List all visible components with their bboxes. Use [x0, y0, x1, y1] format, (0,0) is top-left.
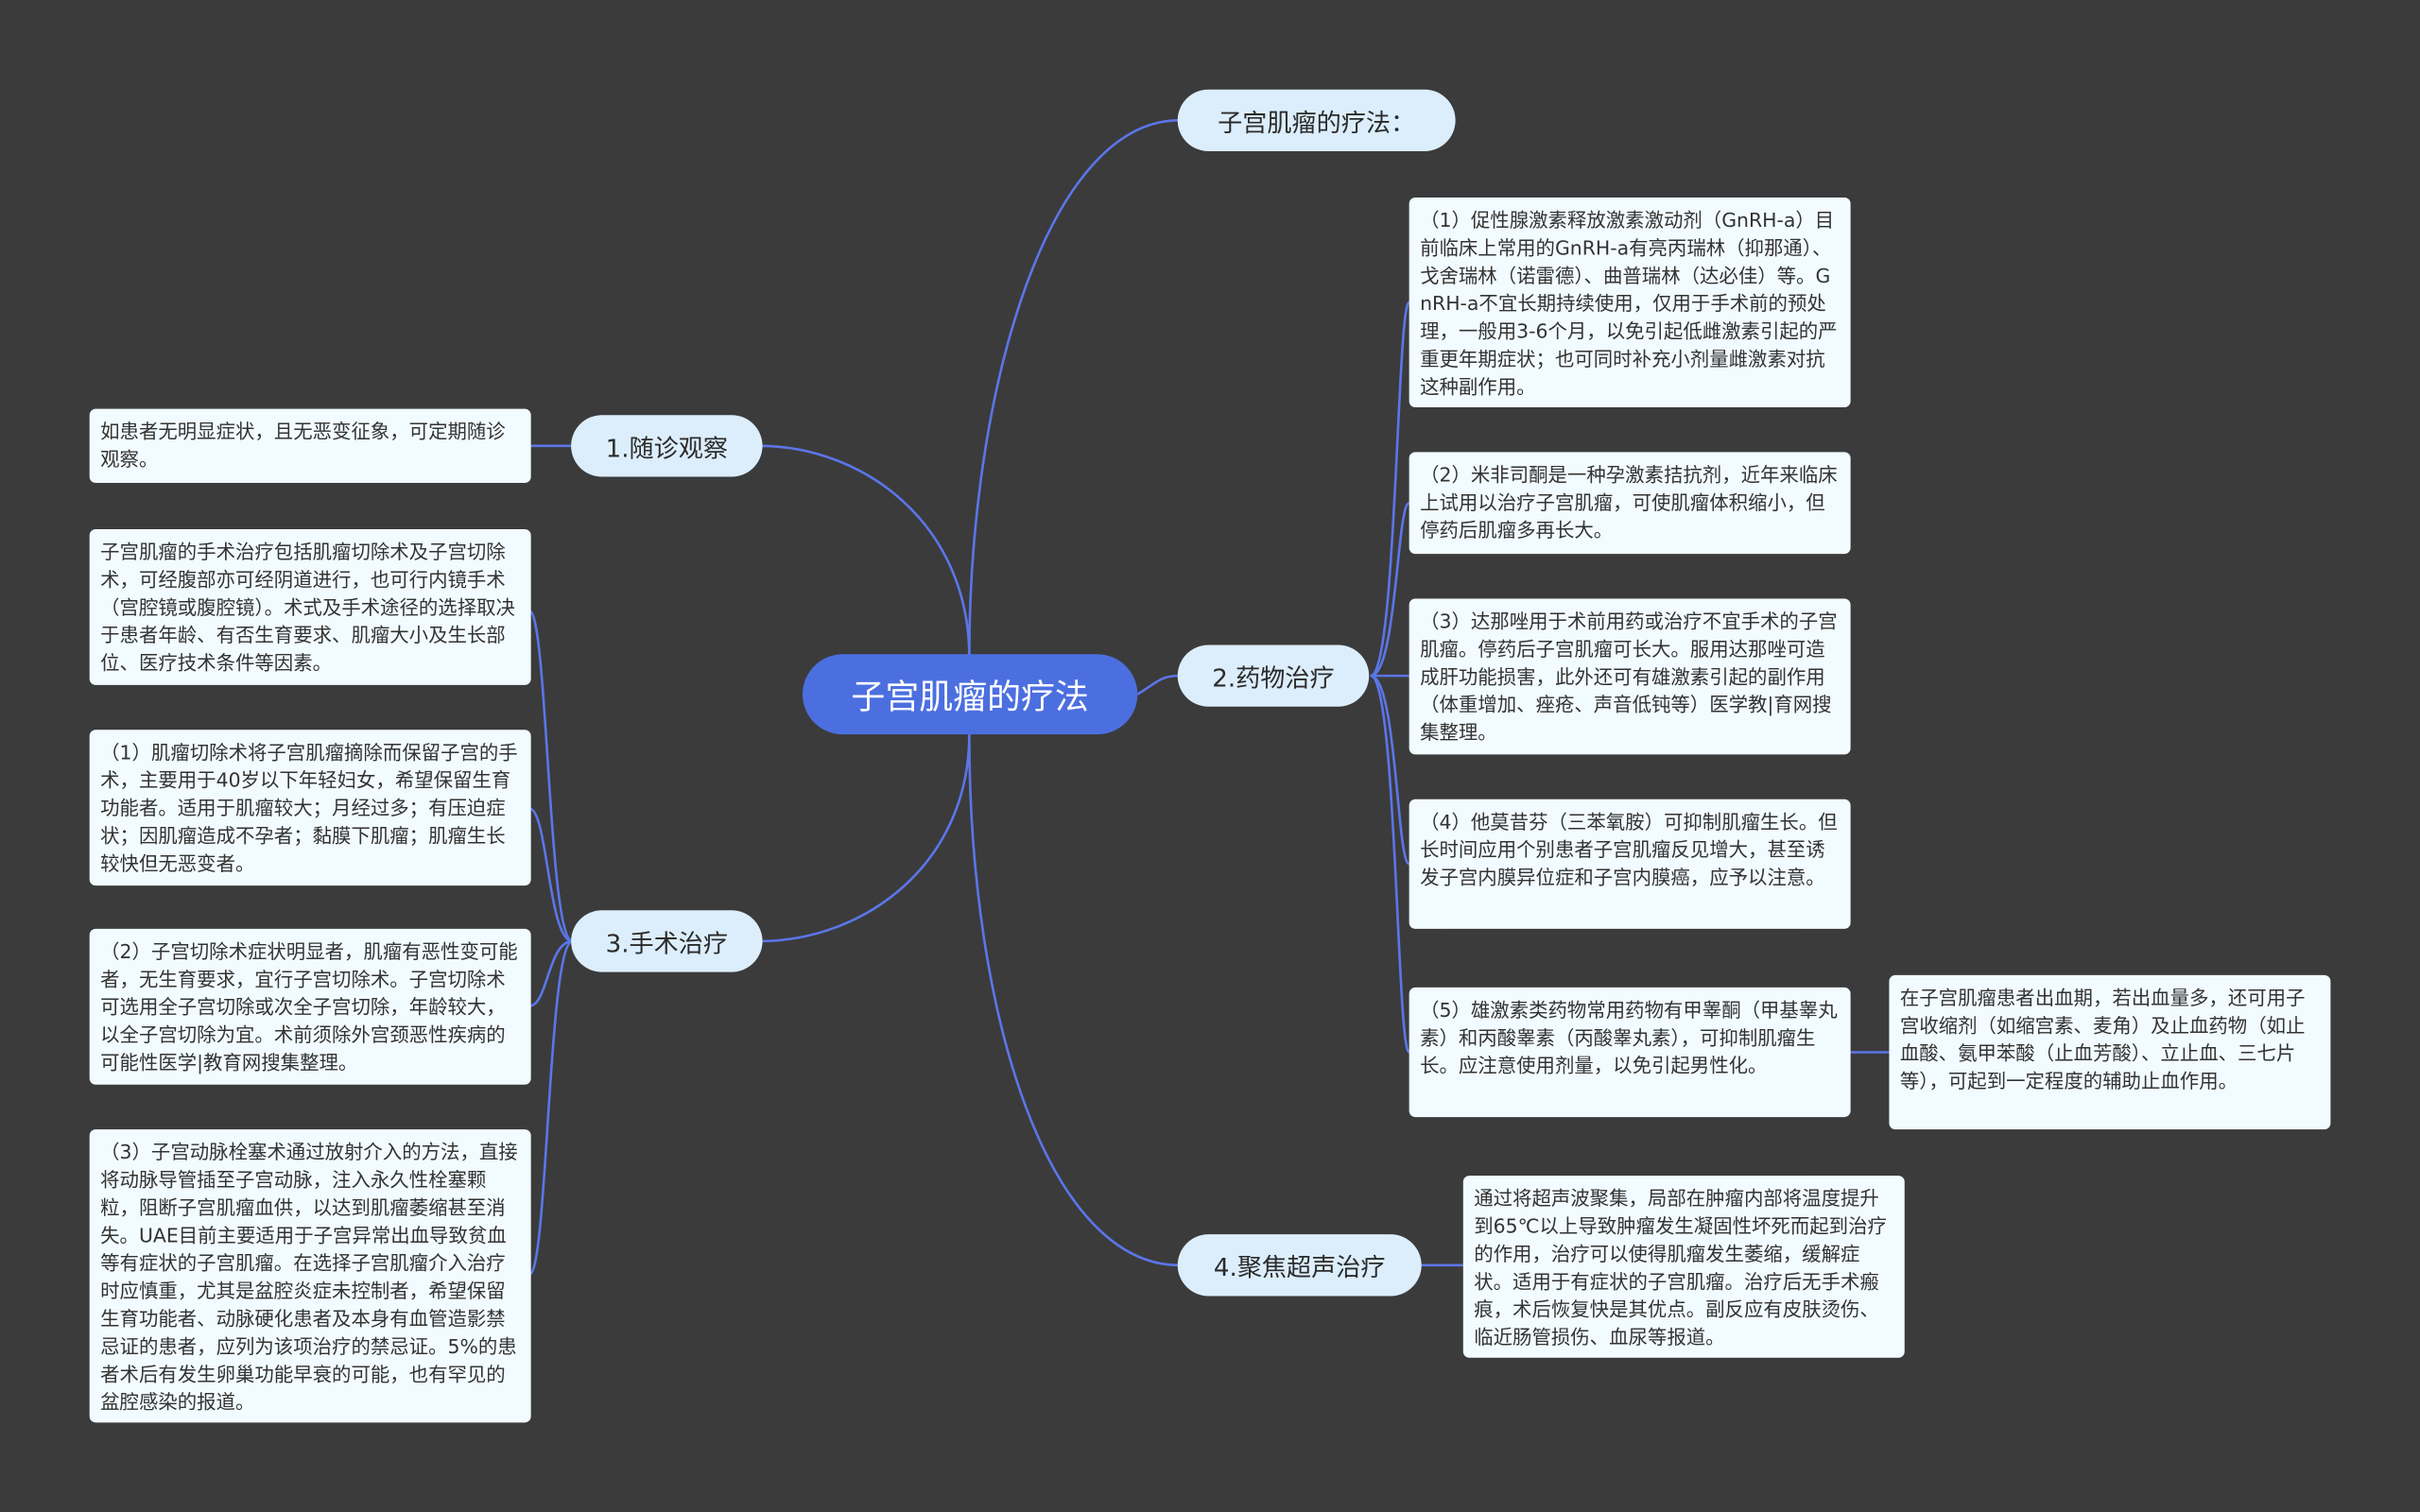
link-root-hifu: [968, 734, 1180, 1267]
drug-leaf-4: （4）他莫昔芬（三苯氧胺）可抑制肌瘤生长。但长时间应用个别患者子宫肌瘤反见增大，…: [1409, 799, 1851, 929]
link-drug-leaf1: [1370, 301, 1410, 678]
hifu-leaf: 通过将超声波聚集，局部在肿瘤内部将温度提升到65℃以上导致肿瘤发生凝固性坏死而起…: [1462, 1176, 1905, 1358]
drug-leaf-3: （3）达那唑用于术前用药或治疗不宜手术的子宫肌瘤。停药后子宫肌瘤可长大。服用达那…: [1409, 598, 1851, 755]
surgery-leaf-1: 子宫肌瘤的手术治疗包括肌瘤切除术及子宫切除术，可经腹部亦可经阴道进行，也可行内镜…: [89, 529, 531, 685]
link-root-intro: [968, 119, 1180, 658]
surgery-leaf-3: （2）子宫切除术症状明显者，肌瘤有恶性变可能者，无生育要求，宜行子宫切除术。子宫…: [89, 928, 531, 1085]
link-root-drug: [1136, 674, 1180, 696]
link-drug-leaf2: [1370, 501, 1410, 678]
drug-leaf-2: （2）米非司酮是一种孕激素拮抗剂，近年来临床上试用以治疗子宫肌瘤，可使肌瘤体积缩…: [1409, 452, 1851, 555]
root-node[interactable]: 子宫肌瘤的疗法: [803, 654, 1138, 735]
link-drug-leaf4: [1370, 674, 1410, 866]
branch-hifu[interactable]: 4.聚焦超声治疗: [1177, 1234, 1422, 1297]
drug-subleaf: 在子宫肌瘤患者出血期，若出血量多，还可用子宫收缩剂（如缩宫素、麦角）及止血药物（…: [1889, 974, 2331, 1130]
link-root-surgery: [759, 734, 971, 943]
link-root-observe: [759, 444, 971, 658]
drug-leaf-1: （1）促性腺激素释放激素激动剂（GnRH-a）目前临床上常用的GnRH-a有亮丙…: [1409, 197, 1851, 408]
observe-leaf: 如患者无明显症状，且无恶变征象，可定期随诊观察。: [89, 408, 531, 484]
drug-leaf-5: （5）雄激素类药物常用药物有甲睾酮（甲基睾丸素）和丙酸睾素（丙酸睾丸素），可抑制…: [1409, 987, 1851, 1118]
link-drug-leaf5: [1370, 674, 1410, 1054]
branch-surgery[interactable]: 3.手术治疗: [571, 910, 763, 972]
surgery-leaf-4: （3）子宫动脉栓塞术通过放射介入的方法，直接将动脉导管插至子宫动脉，注入永久性栓…: [89, 1129, 531, 1423]
branch-observe[interactable]: 1.随诊观察: [571, 415, 763, 477]
branch-drug[interactable]: 2.药物治疗: [1177, 644, 1370, 707]
link-surgery-leaf4: [527, 939, 574, 1276]
link-surgery-leaf1: [527, 610, 574, 943]
surgery-leaf-2: （1）肌瘤切除术将子宫肌瘤摘除而保留子宫的手术，主要用于40岁以下年轻妇女，希望…: [89, 730, 531, 886]
link-surgery-leaf2: [528, 807, 574, 943]
branch-intro[interactable]: 子宫肌瘤的疗法：: [1177, 89, 1456, 152]
link-surgery-leaf3: [528, 939, 573, 1007]
